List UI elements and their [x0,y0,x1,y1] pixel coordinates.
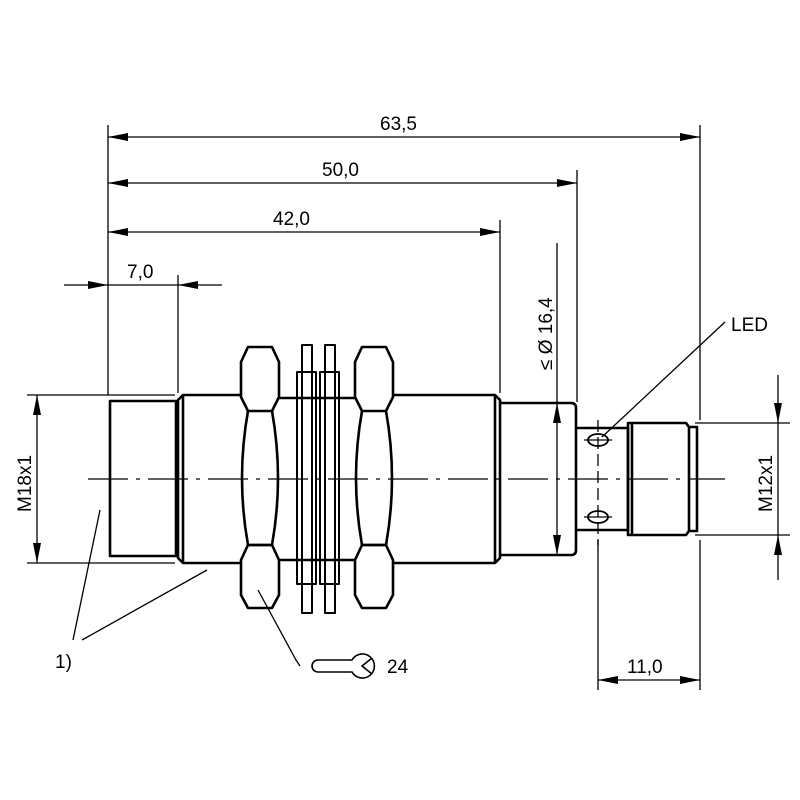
dim-42-label: 42,0 [273,209,310,230]
extension-lines [27,125,790,690]
note-1-callout: 1) [55,509,208,673]
wrench-icon [311,653,376,679]
dimension-50-0: 50,0 [108,160,577,187]
dimension-16-4: ≤ Ø 16,4 [536,243,561,555]
note-label: 1) [55,652,72,673]
dim-50-label: 50,0 [322,160,359,181]
dimension-m12: M12x1 [756,375,782,580]
dimension-11-0: 11,0 [598,657,700,684]
dim-diameter-label: ≤ Ø 16,4 [536,297,557,370]
lock-nut-front [239,345,281,610]
led-callout: LED [601,315,768,438]
lock-nut-rear [353,345,395,610]
wrench-size-label: 24 [387,657,409,678]
dim-7-label: 7,0 [127,262,153,283]
dimension-m18: M18x1 [15,395,41,563]
dimension-7-0: 7,0 [64,262,222,289]
dim-overall-label: 63,5 [380,114,417,135]
dimension-63-5: 63,5 [108,114,700,141]
wrench-callout: 24 [257,589,409,679]
dim-11-label: 11,0 [627,657,663,678]
dimension-42-0: 42,0 [108,209,500,236]
led-label: LED [731,315,768,336]
dim-m12-label: M12x1 [756,455,777,512]
dim-m18-label: M18x1 [15,455,36,512]
